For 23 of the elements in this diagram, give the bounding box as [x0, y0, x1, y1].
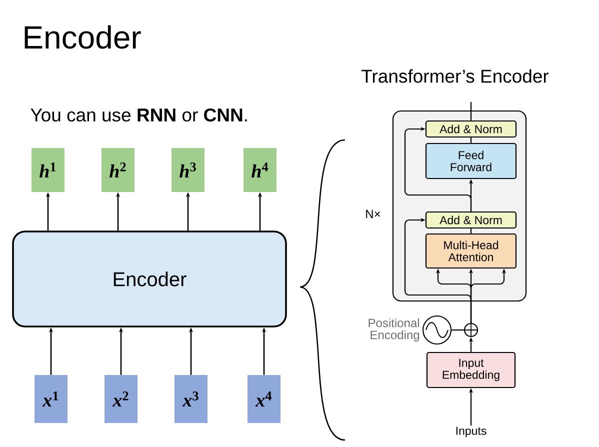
- side-label: Positional Encoding: [368, 318, 420, 342]
- h-box: h$^{2}$: [102, 148, 134, 192]
- h-box: h$^{3}$: [172, 148, 204, 192]
- plus-circle: [464, 322, 478, 338]
- feed-forward-box: Feed Forward: [425, 142, 517, 180]
- x-box: x$^{2}$: [104, 375, 138, 423]
- add-norm-box: Add & Norm: [425, 120, 517, 138]
- embedding-box: Input Embedding: [426, 352, 516, 388]
- arrow: [404, 126, 472, 212]
- encoder-box: Encoder: [12, 230, 287, 328]
- h-box: h$^{1}$: [32, 148, 64, 192]
- caption-text: You can use RNN or CNN.: [30, 108, 247, 122]
- title: Encoder: [24, 25, 141, 49]
- x-box: x$^{1}$: [34, 375, 68, 423]
- attention-box: Multi-Head Attention: [425, 233, 517, 269]
- x-box: x$^{4}$: [248, 375, 280, 423]
- heading: Transformer’s Encoder: [362, 69, 549, 83]
- node-label: N×: [366, 210, 380, 218]
- input-label: Inputs: [456, 426, 486, 438]
- add-norm-box: Add & Norm: [425, 211, 517, 229]
- arrow: [404, 218, 472, 323]
- h-box: h$^{4}$: [244, 148, 276, 192]
- x-box: x$^{3}$: [174, 375, 208, 423]
